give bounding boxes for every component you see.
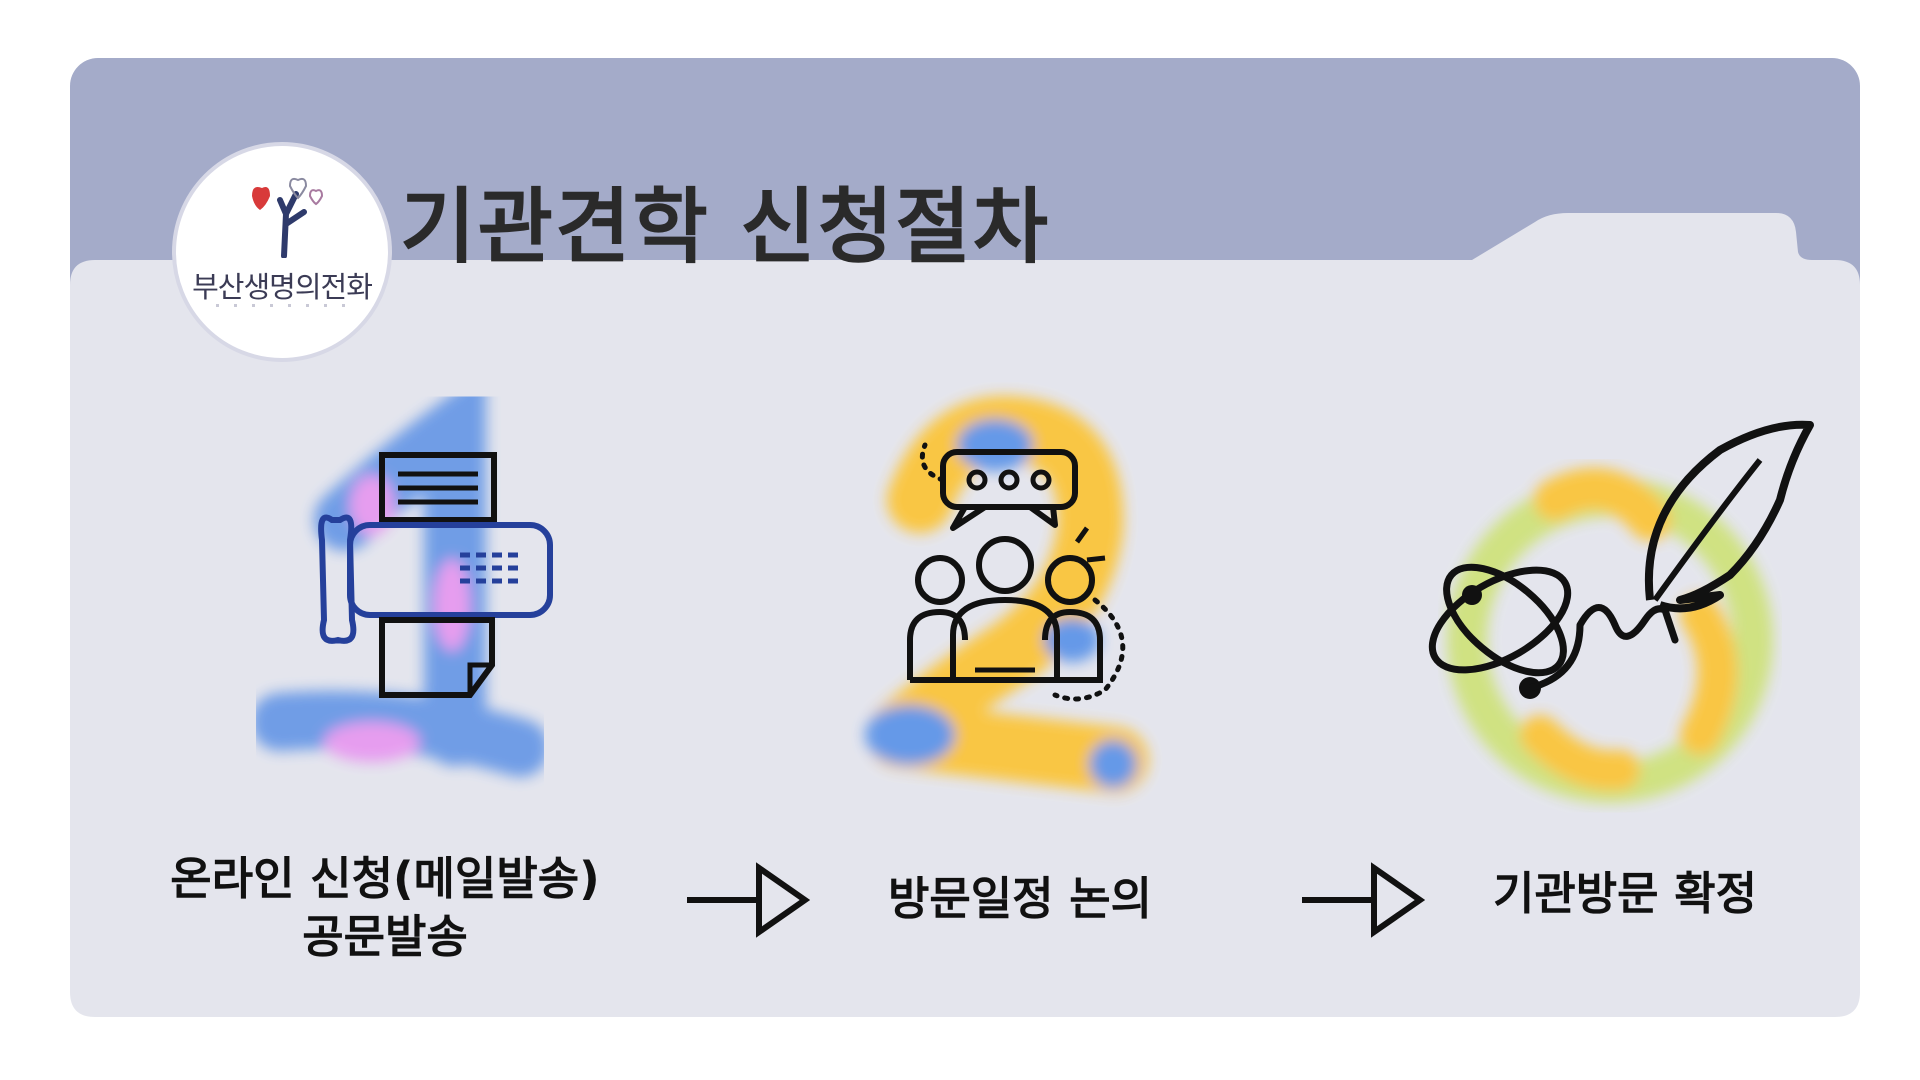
tree-heart-icon [252, 177, 324, 258]
logo-dots [216, 304, 348, 307]
step-2-line-1: 방문일정 논의 [887, 872, 1153, 925]
paint-number-one [251, 369, 549, 777]
step-1-line-2: 공문발송 [302, 910, 468, 963]
organization-logo: 부산생명의전화 [172, 142, 392, 362]
paint-number-three [1447, 467, 1773, 803]
step-1-line-1: 온라인 신청(메일발송) [170, 852, 600, 905]
atom-quill-icon [1428, 420, 1814, 699]
logo-text: 부산생명의전화 [192, 270, 373, 304]
fax-machine-icon [318, 452, 553, 698]
group-discussion-icon [907, 442, 1126, 702]
step-2-label: 방문일정 논의 [870, 870, 1170, 928]
step-3-line-1: 기관방문 확정 [1492, 867, 1758, 920]
step-3-label: 기관방문 확정 [1475, 865, 1775, 923]
step-1-label: 온라인 신청(메일발송) 공문발송 [150, 850, 620, 966]
arrow-right-icon [1302, 862, 1425, 938]
arrow-right-icon [687, 862, 810, 938]
page-title: 기관견학 신청절차 [400, 180, 1051, 275]
folder-panel [70, 213, 1860, 1017]
